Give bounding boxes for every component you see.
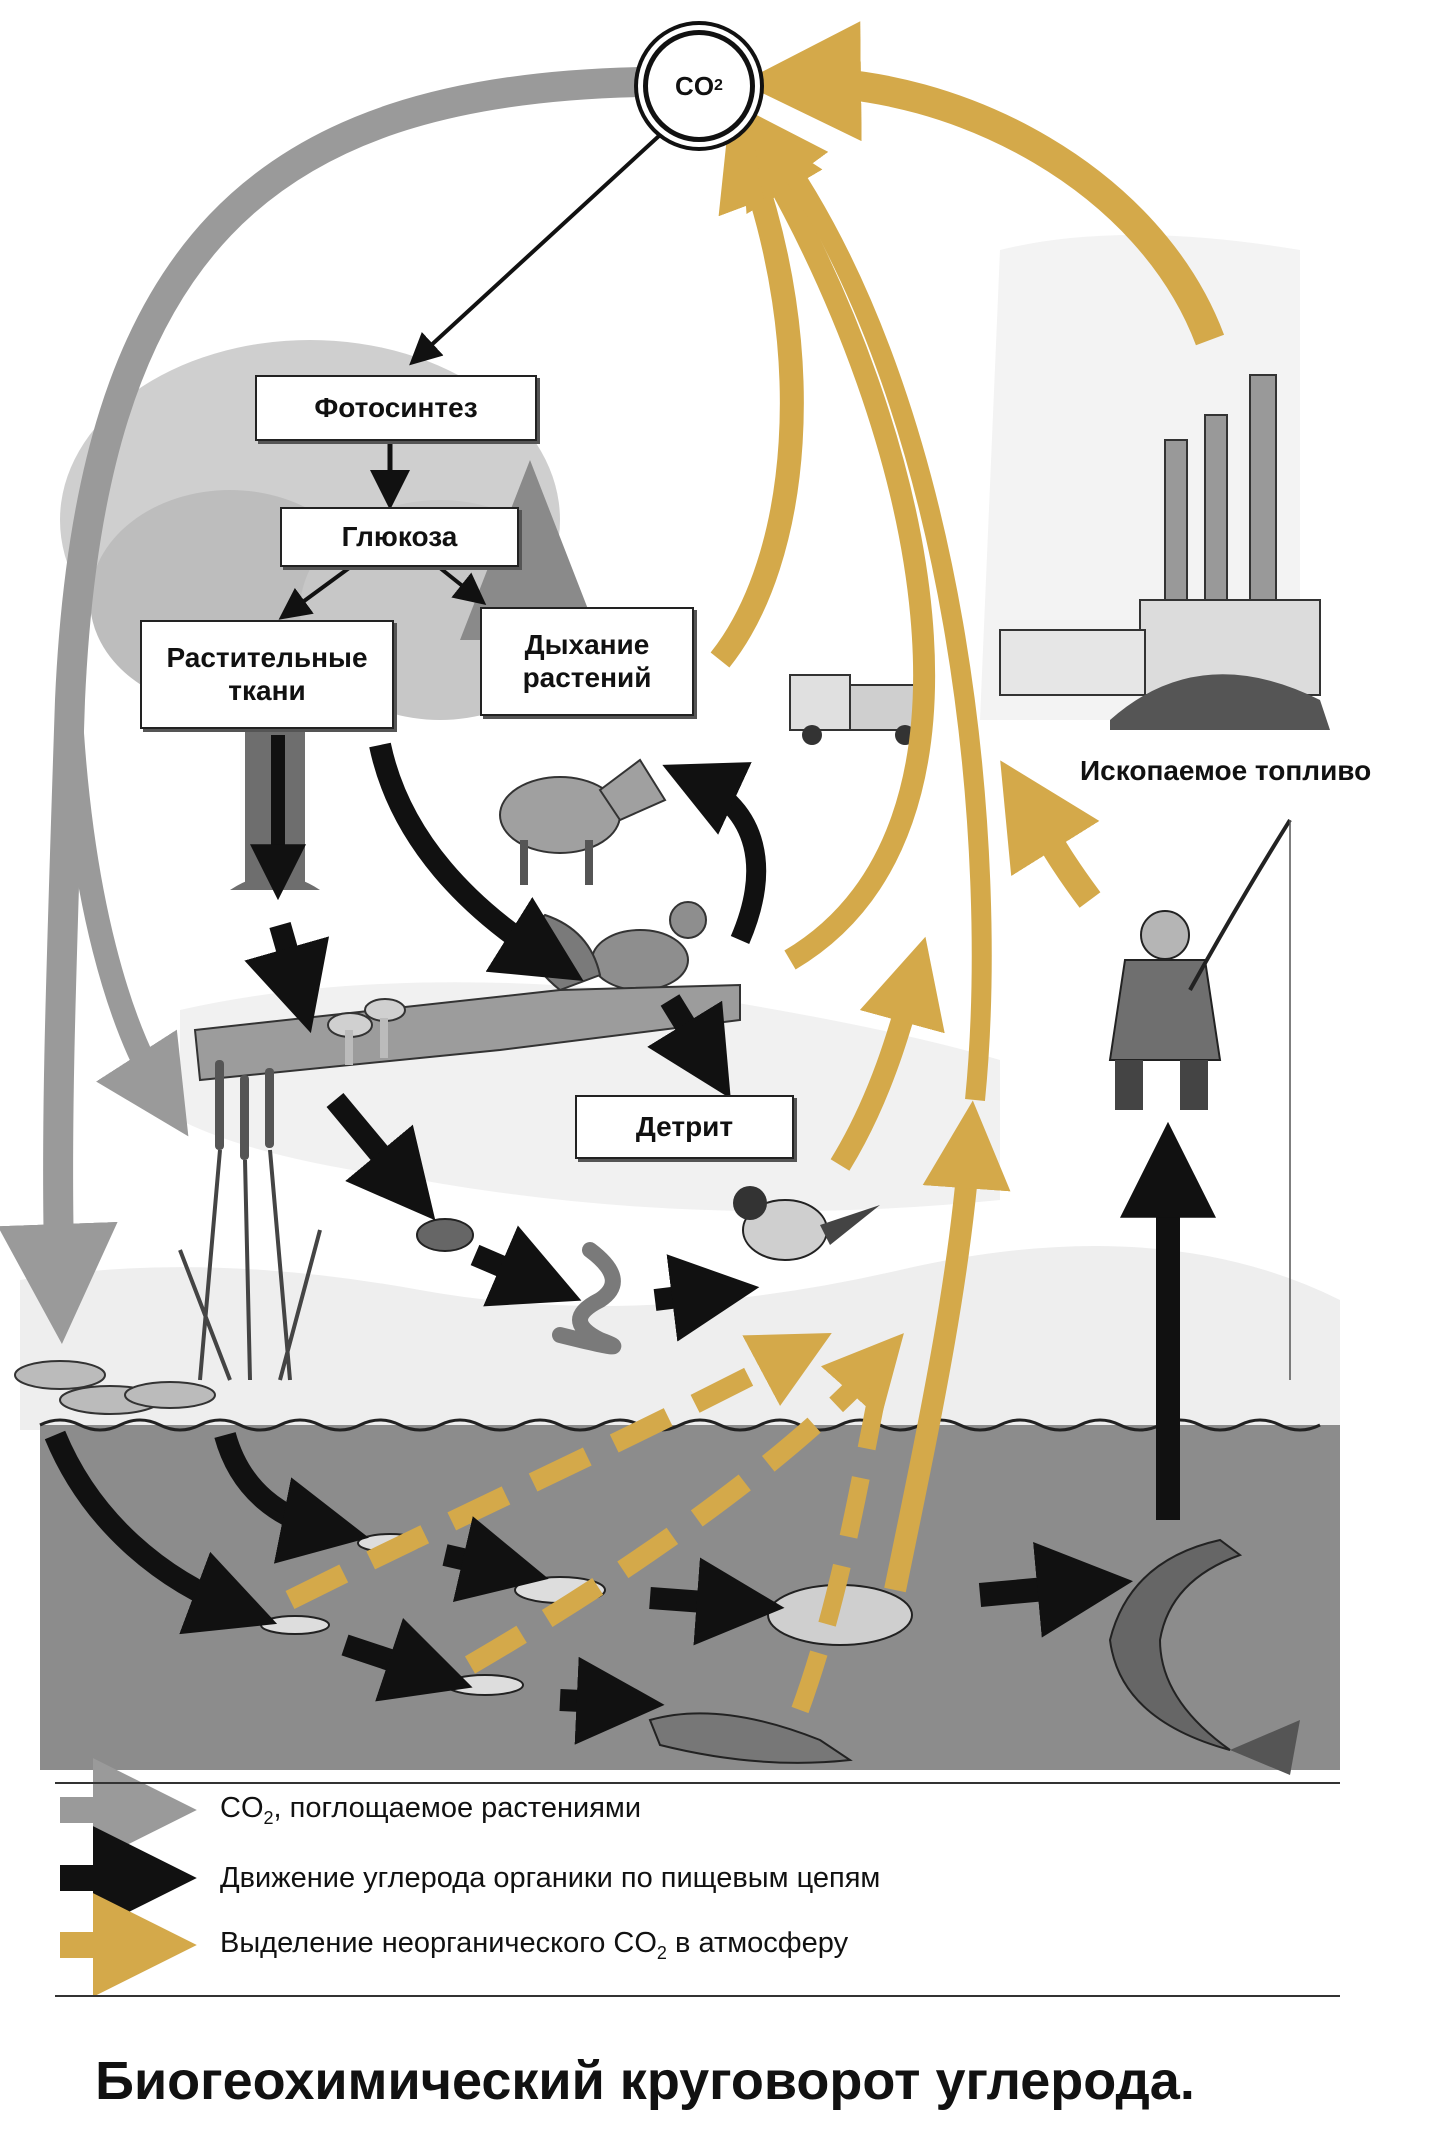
- fisherman-icon: [1108, 818, 1292, 1380]
- legend-label-co2-uptake: CO2, поглощаемое растениями: [220, 1791, 642, 1828]
- box-glucose: Глюкоза: [280, 507, 519, 567]
- bird-icon: [733, 1186, 880, 1261]
- co2-subscript: 2: [714, 77, 723, 94]
- box-photosynthesis: Фотосинтез: [255, 375, 537, 441]
- legend-label-co2-release: Выделение неорганического CO2 в атмосфер…: [220, 1926, 849, 1963]
- fox-icon: [499, 758, 667, 885]
- food-chain-arrows: [44, 133, 1216, 1745]
- mushroom-icon: [327, 998, 406, 1065]
- squirrel-icon: [529, 901, 707, 992]
- box-plant-respiration: Дыхание растений: [480, 607, 694, 716]
- log-icon: [193, 983, 741, 1082]
- lily-pads-icon: [14, 1360, 216, 1415]
- legend-top-rule: [55, 1782, 1340, 1784]
- truck-icon: [789, 674, 931, 745]
- worm-icon: [552, 1242, 622, 1355]
- co2-uptake-arrows: [0, 67, 641, 1344]
- box-plant-tissue: Растительные ткани: [140, 620, 394, 729]
- reeds-icon: [178, 1060, 322, 1381]
- crayfish-icon: [648, 1712, 853, 1764]
- beetle-icon: [416, 1218, 474, 1252]
- legend-item-co2-uptake: CO2, поглощаемое растениями: [170, 1785, 641, 1835]
- legend-bottom-rule: [55, 1995, 1340, 1997]
- factory-icon: [999, 374, 1330, 730]
- legend-swatches: [60, 1758, 197, 1997]
- box-detritus: Детрит: [575, 1095, 794, 1159]
- co2-label: CO: [675, 70, 715, 101]
- legend-item-food-chain: Движение углерода органики по пищевым це…: [170, 1853, 880, 1903]
- legend-label-food-chain: Движение углерода органики по пищевым це…: [220, 1861, 881, 1894]
- co2-release-arrows: [285, 21, 1225, 1714]
- legend-item-co2-release: Выделение неорганического CO2 в атмосфер…: [170, 1920, 848, 1970]
- fossil-fuel-label: Ископаемое топливо: [1080, 755, 1372, 786]
- page-title: Биогеохимический круговорот углерода.: [95, 2051, 1195, 2111]
